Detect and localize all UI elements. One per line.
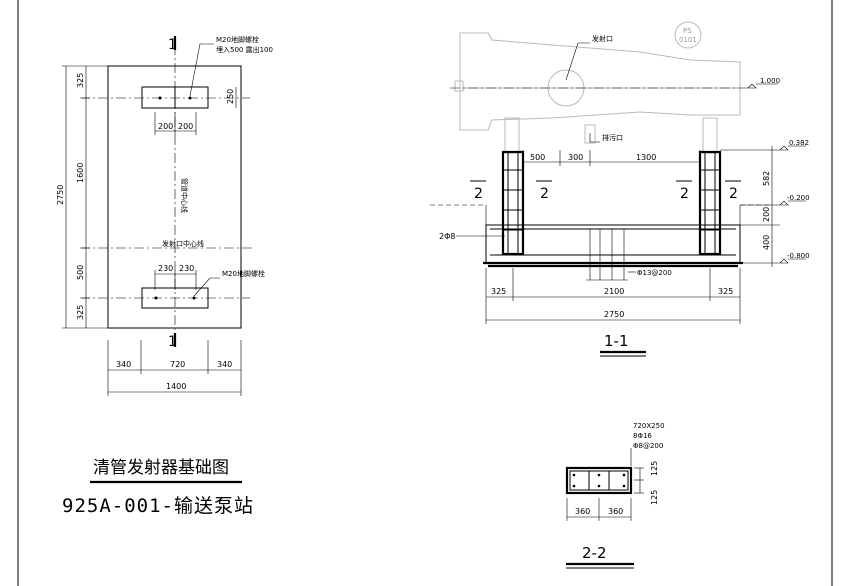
elev-4: -0.800	[787, 252, 810, 260]
s11-dim-bottom-c: 325	[718, 287, 733, 296]
s11-dim-bottom-total: 2750	[604, 310, 624, 319]
cut-mark-4: 2	[729, 186, 738, 202]
support-right	[698, 150, 722, 256]
elev-2: 0.382	[789, 139, 809, 147]
drawing-title: 清管发射器基础图	[93, 458, 229, 478]
ps-tag-number: 0101	[679, 36, 697, 44]
section-1-1: PS 0101 发射口 排污口	[430, 21, 810, 357]
support-left	[501, 150, 525, 256]
s22-dim-b: 360	[608, 507, 623, 516]
plan-dim-left-outer: 2750	[56, 185, 65, 205]
span-dim-b: 300	[568, 153, 583, 162]
plan-dim-bottom-a: 340	[116, 360, 131, 369]
title-block: 清管发射器基础图 925A-001-输送泵站	[62, 458, 254, 517]
foundation-outline	[107, 65, 242, 329]
elev-3: -0.200	[787, 194, 810, 202]
section-2-2-title: 2-2	[582, 544, 607, 562]
launch-port-label: 发射口	[592, 34, 613, 43]
s22-note-3: Φ8@200	[633, 442, 663, 450]
s22-note-2: 8Φ16	[633, 432, 652, 440]
right-dim-a: 582	[762, 171, 771, 186]
s11-dim-bottom-b: 2100	[604, 287, 624, 296]
cut-mark-2: 2	[540, 186, 549, 202]
s22-note-1: 720X250	[633, 422, 665, 430]
ps-tag: PS	[683, 27, 692, 35]
plan-section-mark-top: 1	[168, 37, 177, 53]
elevation-markers: 1.000 0.382 -0.200 -0.800	[747, 77, 810, 264]
section-2-2: 720X250 8Φ16 Φ8@200 125 125 360 360 2-2	[565, 422, 665, 569]
plan-view: 1 1 M20地脚螺栓 埋入500 露出100 M20地脚螺栓 管道中心线 发射…	[56, 35, 273, 396]
elev-1: 1.000	[760, 77, 780, 85]
plan-dim-bottom-b: 720	[170, 360, 185, 369]
bolt-note-bottom: M20地脚螺栓	[222, 269, 265, 278]
top-bolt-dim-1: 200	[158, 122, 173, 131]
s22-dim-a: 360	[575, 507, 590, 516]
right-dim-b: 200	[762, 207, 771, 222]
span-dim-a: 500	[530, 153, 545, 162]
drain-port-label: 排污口	[602, 133, 623, 142]
rebar-note-2: Φ13@200	[637, 269, 672, 277]
plan-section-mark-bottom: 1	[168, 334, 177, 350]
rebar-note: 2Φ8	[439, 232, 455, 241]
s22-beam-section	[565, 466, 633, 495]
bolt-note-top-1: M20地脚螺栓	[216, 35, 259, 44]
pipe-centerline-label: 管道中心线	[180, 178, 189, 213]
right-dim-c: 400	[762, 235, 771, 250]
s22-dim-v2: 125	[650, 490, 659, 505]
plan-dim-bottom-total: 1400	[166, 382, 186, 391]
cut-mark-3: 2	[680, 186, 689, 202]
bottom-bolt-dim-1: 230	[158, 264, 173, 273]
top-bolt-dim-2: 200	[178, 122, 193, 131]
plan-dim-left-a: 325	[76, 73, 85, 88]
plan-dim-left-c: 500	[76, 265, 85, 280]
plan-dim-left-d: 325	[76, 305, 85, 320]
outlet-centerline-label: 发射口中心线	[162, 239, 204, 248]
span-dim-c: 1300	[636, 153, 656, 162]
plan-dim-bottom-c: 340	[217, 360, 232, 369]
top-bolt-dim-h: 250	[226, 89, 235, 104]
section-1-1-title: 1-1	[604, 332, 629, 350]
plan-dim-left-b: 1600	[76, 163, 85, 183]
s22-dim-v1: 125	[650, 461, 659, 476]
bolt-note-top-2: 埋入500 露出100	[216, 45, 273, 54]
cut-mark-1: 2	[474, 186, 483, 202]
drawing-number: 925A-001-输送泵站	[62, 495, 254, 517]
s11-dim-bottom-a: 325	[491, 287, 506, 296]
sheet-border	[17, 0, 833, 586]
bottom-bolt-dim-2: 230	[179, 264, 194, 273]
